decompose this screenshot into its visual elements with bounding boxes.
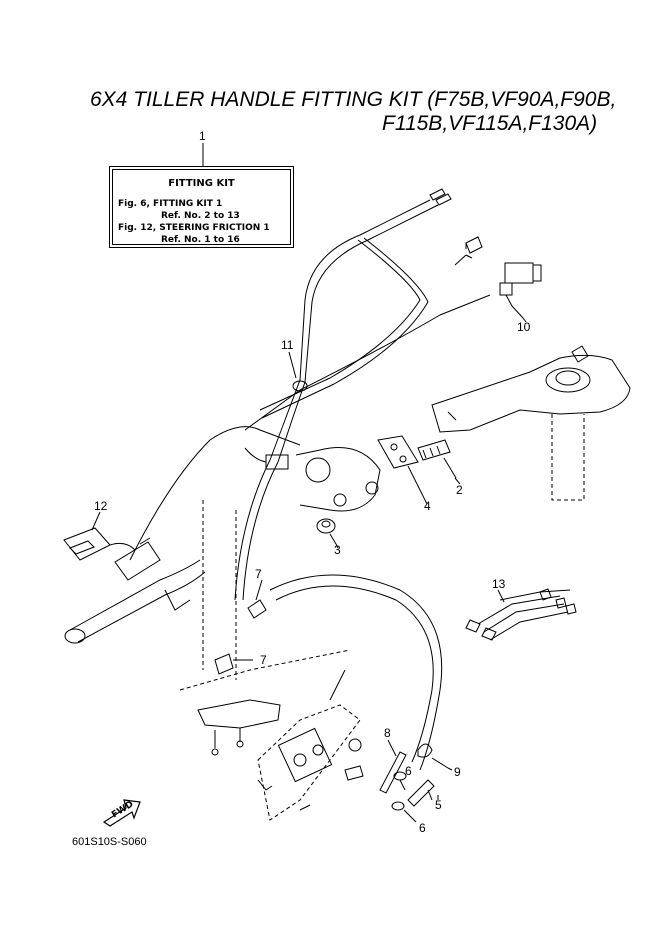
callout-6-lower: 6 xyxy=(419,821,426,835)
clamp-7-upper xyxy=(247,579,267,619)
tiller-handle-body xyxy=(64,426,381,644)
kit-line-fig6: Fig. 6, FITTING KIT 1 xyxy=(118,199,223,209)
callout-11: 11 xyxy=(281,338,294,352)
switch-12 xyxy=(63,511,136,561)
callout-10: 10 xyxy=(517,320,531,334)
nut-3 xyxy=(316,518,337,545)
stud-2 xyxy=(417,439,457,479)
fwd-arrow-icon xyxy=(102,799,141,827)
callout-1: 1 xyxy=(199,129,206,143)
handle-connector xyxy=(244,447,289,470)
clamp-7-lower xyxy=(214,653,253,675)
callout-4: 4 xyxy=(424,499,431,513)
leader-lines xyxy=(335,317,527,800)
fitting-kit-box: FITTING KIT Fig. 6, FITTING KIT 1 Ref. N… xyxy=(109,166,294,248)
cable-end-8 xyxy=(379,739,407,794)
callout-9: 9 xyxy=(454,765,461,779)
callout-6-upper: 6 xyxy=(405,764,412,778)
mounting-plate xyxy=(197,699,281,756)
callout-13: 13 xyxy=(492,577,506,591)
diagram-title-line-1: 6X4 TILLER HANDLE FITTING KIT (F75B,VF90… xyxy=(90,88,617,111)
callout-8: 8 xyxy=(384,726,391,740)
kit-line-fig12: Fig. 12, STEERING FRICTION 1 xyxy=(118,223,270,233)
callout-7-upper: 7 xyxy=(255,567,262,581)
mounting-guide-lines xyxy=(179,500,351,691)
plate-4 xyxy=(377,435,425,499)
diagram-code: 601S10S-S060 xyxy=(72,836,147,848)
callout-5: 5 xyxy=(435,798,442,812)
fitting-kit-heading: FITTING KIT xyxy=(168,178,235,189)
cable-joint-5 xyxy=(407,779,435,807)
kit-line-ref-2-13: Ref. No. 2 to 13 xyxy=(161,211,240,221)
kit-line-ref-1-16: Ref. No. 1 to 16 xyxy=(161,235,240,245)
callout-12: 12 xyxy=(94,499,108,513)
callout-3: 3 xyxy=(334,543,341,557)
throttle-control-assembly xyxy=(257,669,364,821)
wire-harness-13 xyxy=(465,588,577,641)
cable-harness xyxy=(234,188,542,601)
cable-clip-11 xyxy=(288,351,308,392)
callout-2: 2 xyxy=(456,483,463,497)
washer-6-lower xyxy=(391,801,417,823)
callout-7-lower: 7 xyxy=(260,653,267,667)
diagram-title-line-2: F115B,VF115A,F130A) xyxy=(382,112,598,135)
throttle-cable-loop xyxy=(269,574,443,771)
clip-9 xyxy=(417,743,449,769)
steering-bracket xyxy=(431,345,631,501)
